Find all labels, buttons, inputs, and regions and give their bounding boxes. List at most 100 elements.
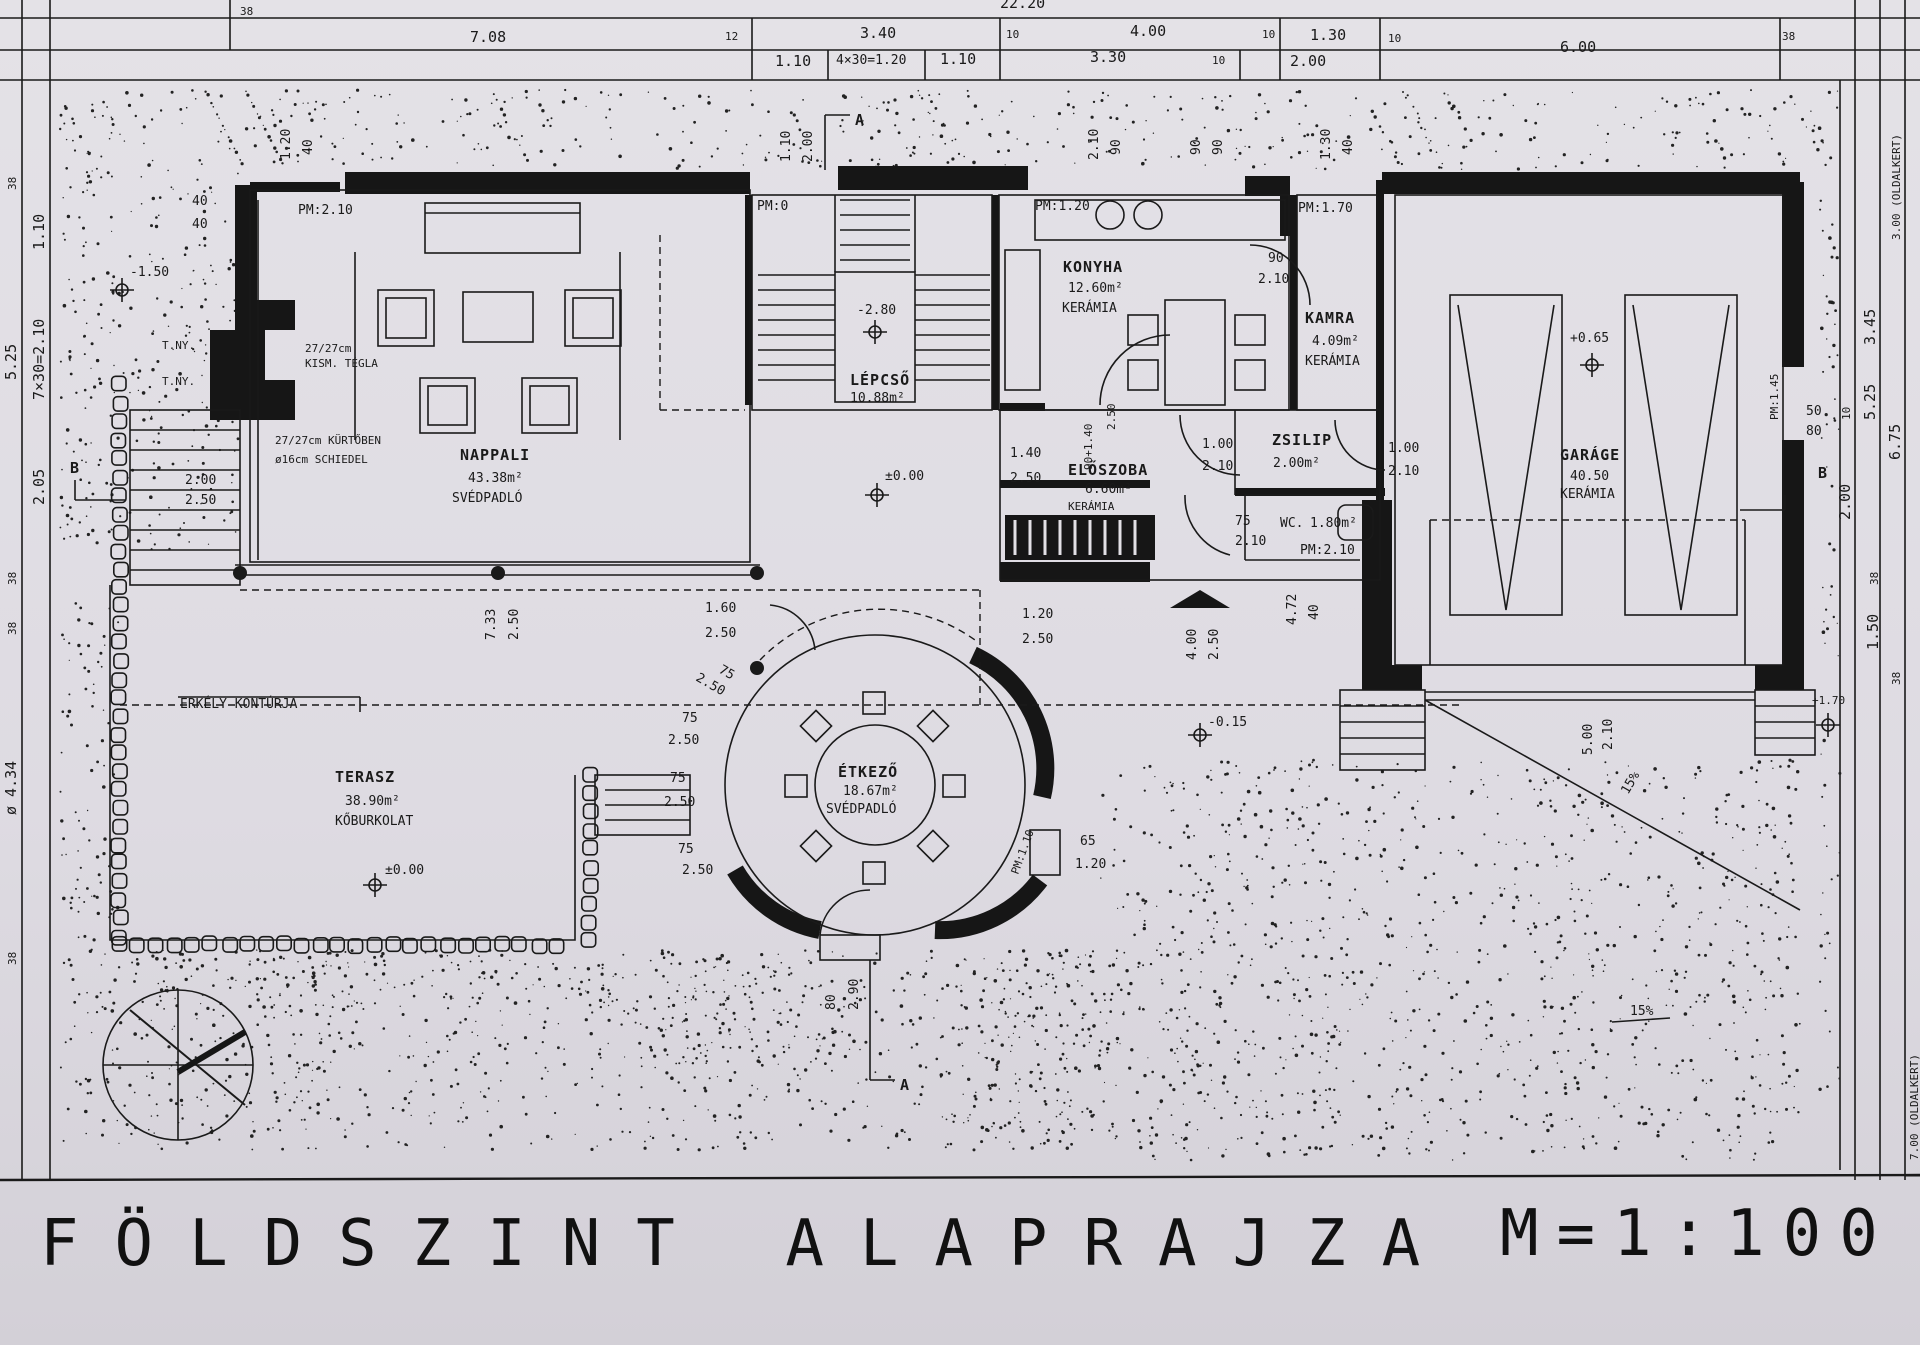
speckle xyxy=(1727,984,1731,988)
speckle xyxy=(263,127,267,131)
speckle xyxy=(1157,1108,1159,1110)
speckle xyxy=(436,1050,440,1054)
speckle xyxy=(201,446,205,449)
speckle xyxy=(1149,1116,1153,1120)
speckle xyxy=(1186,983,1190,986)
speckle xyxy=(724,109,729,113)
speckle xyxy=(82,280,86,284)
speckle xyxy=(662,956,666,959)
speckle xyxy=(952,1120,955,1124)
speckle xyxy=(224,129,226,131)
speckle xyxy=(1196,1063,1199,1066)
speckle xyxy=(1394,1019,1398,1023)
speckle xyxy=(153,1132,155,1134)
speckle xyxy=(1212,940,1216,944)
speckle xyxy=(1791,878,1795,882)
speckle xyxy=(532,984,534,986)
speckle xyxy=(364,961,366,963)
speckle xyxy=(499,1124,504,1129)
speckle xyxy=(60,819,64,823)
speckle xyxy=(1777,957,1780,960)
speckle xyxy=(1262,1046,1265,1050)
speckle xyxy=(742,1142,746,1145)
speckle xyxy=(732,1011,736,1015)
speckle xyxy=(1577,1027,1581,1031)
speckle xyxy=(85,497,88,500)
speckle xyxy=(839,124,842,128)
speckle xyxy=(1405,990,1408,993)
speckle xyxy=(1724,800,1727,803)
speckle xyxy=(1603,877,1607,881)
speckle xyxy=(354,123,357,126)
speckle xyxy=(1681,832,1683,834)
speckle xyxy=(1059,1057,1063,1061)
speckle xyxy=(1370,109,1375,114)
opening-o8b: 2.50 xyxy=(507,609,522,640)
speckle xyxy=(1744,1011,1747,1014)
speckle xyxy=(1396,763,1399,766)
speckle xyxy=(464,98,468,102)
stone-block xyxy=(128,937,145,954)
speckle xyxy=(152,440,155,443)
speckle xyxy=(356,110,360,114)
speckle xyxy=(475,1020,477,1023)
speckle xyxy=(1290,788,1295,793)
speckle xyxy=(1709,942,1711,944)
speckle xyxy=(296,1061,299,1065)
speckle xyxy=(1794,787,1798,791)
speckle xyxy=(225,1114,229,1118)
speckle xyxy=(648,995,653,999)
speckle xyxy=(1319,150,1323,154)
speckle xyxy=(222,1014,225,1017)
speckle xyxy=(446,955,449,957)
speckle xyxy=(1443,92,1446,95)
speckle xyxy=(574,1083,577,1086)
speckle xyxy=(59,1066,62,1069)
speckle xyxy=(63,122,66,125)
speckle xyxy=(733,1018,737,1021)
speckle xyxy=(1358,918,1360,921)
speckle xyxy=(1009,1100,1012,1103)
speckle xyxy=(90,109,95,113)
speckle xyxy=(1214,96,1217,99)
dim-overall: 22.20 xyxy=(1000,0,1045,12)
speckle xyxy=(181,952,184,956)
speckle xyxy=(1388,917,1393,921)
speckle xyxy=(972,971,976,976)
speckle xyxy=(1209,855,1213,859)
speckle xyxy=(227,267,231,271)
speckle xyxy=(1314,1033,1318,1037)
speckle xyxy=(1111,1125,1114,1128)
speckle xyxy=(1729,1148,1732,1152)
speckle xyxy=(561,149,565,152)
speckle xyxy=(1423,1114,1426,1117)
speckle xyxy=(127,103,132,107)
speckle xyxy=(1795,1068,1799,1073)
speckle xyxy=(1099,1011,1102,1014)
speckle xyxy=(1008,978,1012,982)
speckle xyxy=(1087,963,1092,967)
speckle xyxy=(1786,785,1791,790)
speckle xyxy=(382,959,386,963)
speckle xyxy=(1122,1012,1125,1016)
speckle xyxy=(150,224,153,228)
speckle xyxy=(188,541,190,543)
speckle xyxy=(1137,1129,1141,1133)
speckle xyxy=(1685,1158,1688,1161)
speckle xyxy=(1458,1070,1463,1074)
speckle xyxy=(1446,1130,1448,1132)
speckle xyxy=(185,1141,189,1145)
speckle xyxy=(245,1105,248,1108)
stone-block xyxy=(531,938,548,955)
opening-o7b: 2.50 xyxy=(185,493,216,508)
speckle xyxy=(1464,1099,1468,1103)
speckle xyxy=(168,1082,171,1086)
speckle xyxy=(203,236,207,241)
speckle xyxy=(70,906,73,910)
speckle xyxy=(1556,776,1560,780)
note-tny2: T.NY. xyxy=(162,375,195,388)
speckle xyxy=(1397,791,1400,794)
speckle xyxy=(1072,1042,1076,1045)
speckle xyxy=(1333,1025,1337,1028)
speckle xyxy=(62,961,66,965)
